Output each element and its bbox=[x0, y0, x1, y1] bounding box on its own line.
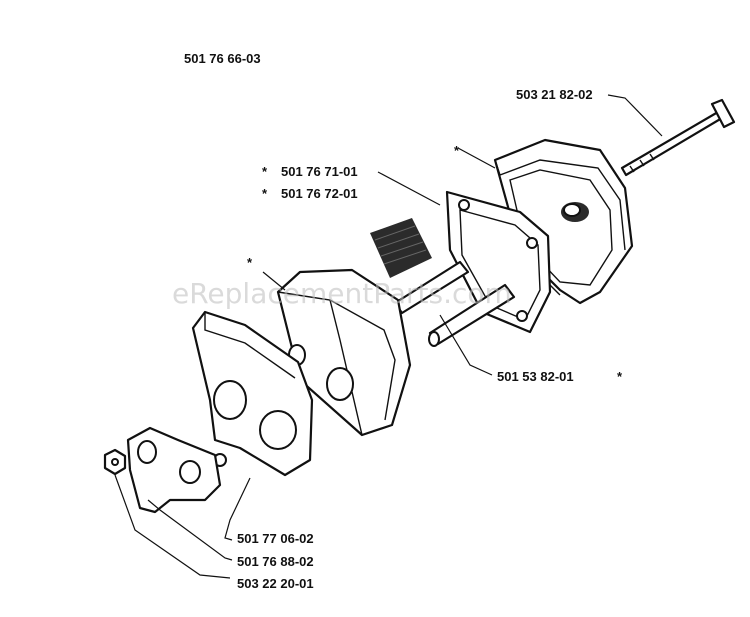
asterisk-rear-housing: * bbox=[454, 143, 460, 158]
part-labels: 501 76 66-03 503 21 82-02 501 76 71-01 5… bbox=[184, 51, 593, 591]
label-assembly: 501 76 66-03 bbox=[184, 51, 261, 66]
label-bolt: 503 21 82-02 bbox=[516, 87, 593, 102]
asterisk-front-housing: * bbox=[247, 255, 253, 270]
watermark-text: eReplacementParts.com bbox=[172, 277, 512, 310]
bolt-part bbox=[620, 98, 736, 177]
asterisk-pins: * bbox=[617, 369, 623, 384]
asterisk-cover-b: * bbox=[262, 186, 268, 201]
label-plate: 501 77 06-02 bbox=[237, 531, 314, 546]
label-cover-a: 501 76 71-01 bbox=[281, 164, 358, 179]
small-gasket-part bbox=[126, 426, 222, 514]
label-cover-b: 501 76 72-01 bbox=[281, 186, 358, 201]
label-nut: 503 22 20-01 bbox=[237, 576, 314, 591]
asterisk-marks: * * * * * bbox=[247, 143, 623, 384]
leader-lines bbox=[114, 94, 663, 579]
label-pins: 501 53 82-01 bbox=[497, 369, 574, 384]
gasket-plate-part bbox=[445, 190, 552, 334]
asterisk-cover-a: * bbox=[262, 164, 268, 179]
label-gasket: 501 76 88-02 bbox=[237, 554, 314, 569]
nut-part bbox=[103, 448, 127, 476]
filter-element-part bbox=[370, 218, 432, 278]
